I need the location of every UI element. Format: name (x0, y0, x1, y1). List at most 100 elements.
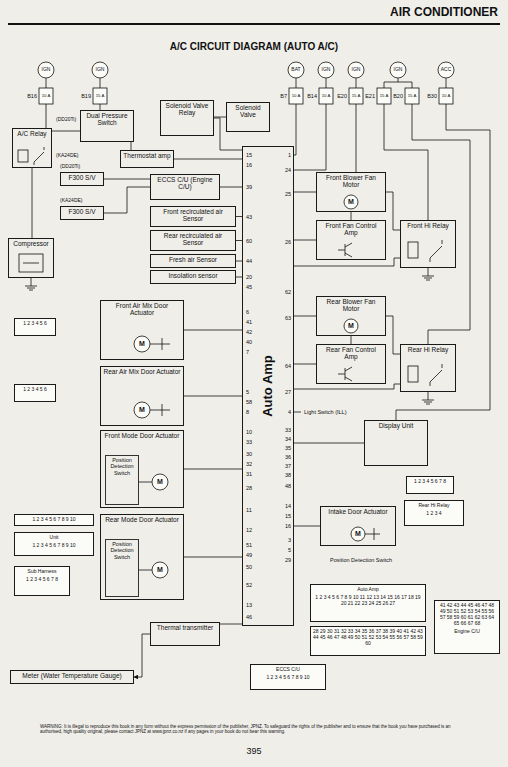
component-box: ECCS C/U (Engine C/U) (150, 174, 220, 200)
power-source (348, 62, 364, 78)
component-box: Front recirculated air Sensor (150, 206, 236, 227)
position-switch: Position Detection Switch (105, 455, 139, 505)
component-label: Thermostat amp (121, 151, 173, 160)
power-source (38, 62, 54, 78)
component-box: Fresh air Sensor (150, 254, 236, 268)
connector-grid: Unit1 2 3 4 5 6 7 8 9 10 (14, 532, 94, 556)
pin-number: 36 (285, 454, 291, 460)
power-source (438, 62, 454, 78)
wire-note: (DD20Ti) (60, 164, 80, 170)
wire (220, 624, 242, 625)
component-box: Front Blower Fan Motor (316, 172, 386, 212)
motor-mark: M (139, 340, 145, 348)
power-source-name: IGN (42, 67, 51, 73)
wire (131, 142, 132, 150)
component-label: Front Air Mix Door Actuator (101, 301, 183, 318)
motor-mark: M (157, 566, 163, 574)
component-label: F300 S/V (61, 173, 103, 182)
connector-text: Rear Hi Relay (405, 501, 463, 509)
pin-number: 25 (285, 191, 291, 197)
fuse-rating: 15 A (408, 94, 417, 99)
connector-text: 1 2 3 4 5 6 7 8 9 10 (251, 673, 325, 681)
relay-symbol (430, 240, 442, 262)
pin-number: 34 (285, 436, 291, 442)
header-rule (8, 23, 500, 25)
component-box: Thermal transmitter (150, 622, 220, 646)
power-source (38, 62, 454, 78)
component-label: Thermal transmitter (151, 623, 219, 632)
pin-number: 7 (246, 349, 249, 355)
pin-number: 64 (285, 363, 291, 369)
component-label: Auto Amp (261, 355, 276, 417)
component-label: Intake Door Actuator (321, 507, 395, 516)
pin-number: 63 (285, 315, 291, 321)
fuse-symbol (289, 88, 303, 104)
wire (351, 212, 352, 220)
component-box: Front Air Mix Door Actuator (100, 300, 184, 360)
wire (184, 557, 242, 558)
connector-text: 1 2 3 4 5 6 (15, 319, 55, 327)
power-source (390, 62, 406, 78)
connector-text: 1 2 3 4 5 6 7 8 9 10 11 12 13 14 15 16 1… (311, 593, 425, 607)
page-title: AIR CONDITIONER (390, 5, 498, 19)
relay-symbol (34, 147, 44, 165)
component-box: Front Fan Control Amp (316, 220, 386, 260)
component-box: Thermostat amp (120, 150, 174, 168)
connector-text: 41 42 43 44 45 46 47 48 49 50 51 52 53 5… (435, 601, 499, 627)
pin-number: 14 (285, 503, 291, 509)
wire (294, 192, 316, 193)
component-label: Front Mode Door Actuator (101, 431, 183, 440)
pin-number: 20 (246, 274, 252, 280)
fan-amp-transistor (338, 243, 352, 257)
component-box: Front Hi Relay (400, 220, 456, 268)
connector-grid: Rear Hi Relay1 2 3 4 (404, 500, 464, 526)
component-label: Front recirculated air Sensor (151, 207, 235, 224)
pin-number: 12 (246, 527, 252, 533)
position-switch: Position Detection Switch (105, 539, 139, 597)
fuse-symbol (93, 88, 107, 104)
wire (294, 316, 316, 317)
fuse-symbol (349, 88, 363, 104)
pin-number: 45 (246, 284, 252, 290)
component-box: A/C Relay (12, 128, 52, 168)
power-source (288, 62, 304, 78)
fuse-number: B14 (307, 93, 317, 99)
relay-symbol (408, 242, 418, 258)
component-box: F300 S/V (60, 172, 104, 186)
component-box: Insolation sensor (150, 270, 236, 284)
pin-number: 41 (246, 319, 252, 325)
pin-number: 13 (246, 602, 252, 608)
wire (351, 336, 352, 344)
wire-note: Light Switch (ILL) (304, 409, 347, 415)
pin-number: 33 (246, 439, 252, 445)
component-label: Rear Hi Relay (401, 345, 455, 354)
power-wire (46, 78, 446, 88)
connector-text: Engine C/U (435, 627, 499, 635)
fuse-number: B20 (393, 93, 403, 99)
fuse-number: E21 (365, 93, 375, 99)
diagram-subtitle: A/C CIRCUIT DIAGRAM (AUTO A/C) (170, 41, 338, 52)
component-label: Position Detection Switch (106, 456, 138, 477)
component-box: F300 S/V (60, 206, 104, 220)
wire (294, 443, 364, 444)
pin-number: 1 (288, 152, 291, 158)
motor-symbol (344, 195, 358, 209)
pin-number: 48 (285, 483, 291, 489)
fuse-rating: 10 A (292, 94, 301, 99)
motor-mark: M (348, 322, 354, 330)
power-source-name: IGN (394, 67, 403, 73)
fuse-number: B30 (427, 93, 437, 99)
component-label: Front Blower Fan Motor (317, 173, 385, 190)
wire (294, 384, 400, 389)
pin-number: 43 (246, 214, 252, 220)
connector-grid: Auto Amp1 2 3 4 5 6 7 8 9 10 11 12 13 14… (310, 584, 426, 622)
component-label: Position Detection Switch (106, 540, 138, 561)
component-label: ECCS C/U (Engine C/U) (151, 175, 219, 192)
wire (32, 168, 33, 238)
fuse-symbol (39, 88, 53, 104)
pin-number: 4 (288, 409, 291, 415)
component-label: Front Fan Control Amp (317, 221, 385, 238)
wire (104, 187, 150, 213)
component-label: F300 S/V (61, 207, 103, 216)
